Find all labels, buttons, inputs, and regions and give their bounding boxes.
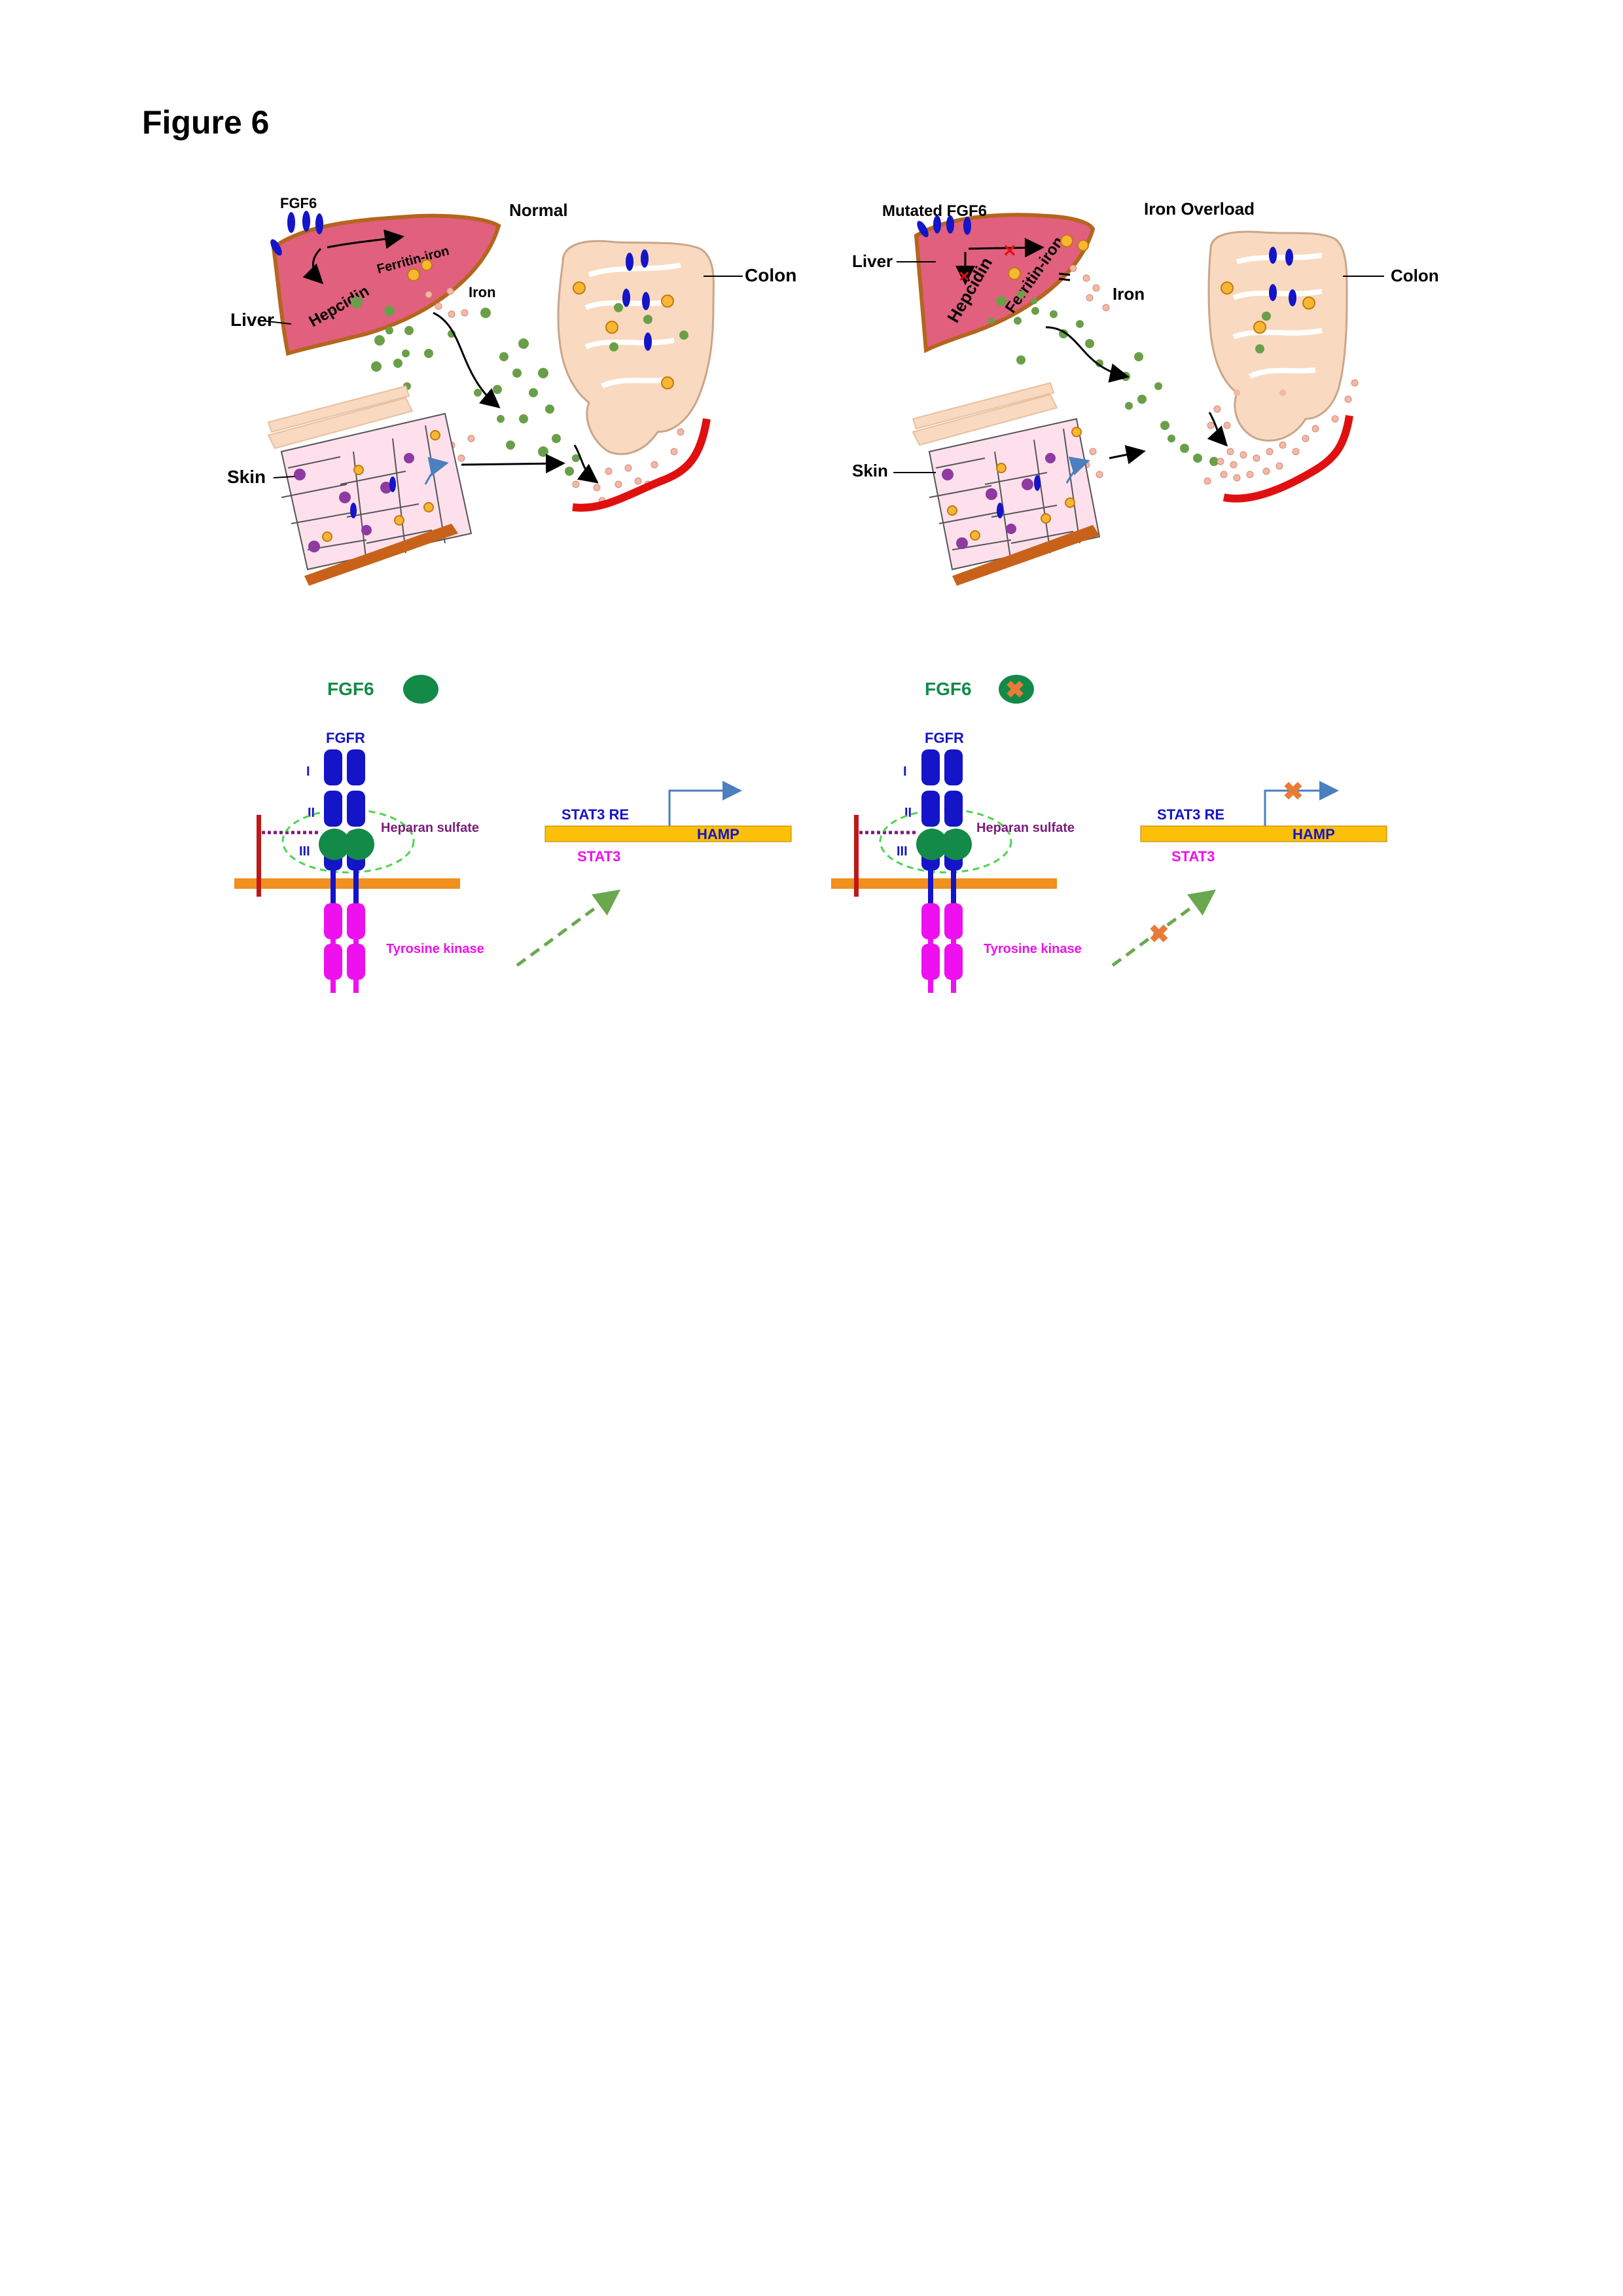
signaling-normal: FGF6 FGFR I II III Heparan sulfate Tyros… — [234, 675, 792, 993]
panel-title: Normal — [509, 200, 568, 220]
cell-membrane — [234, 878, 460, 889]
fgf6-receptor-icon — [315, 213, 323, 234]
iron-label: Iron — [469, 284, 496, 300]
colon-label: Colon — [745, 265, 796, 285]
domain-iii-label: III — [897, 844, 908, 859]
heparan-anchor — [854, 815, 859, 897]
skin-tissue — [267, 385, 473, 586]
fgf6-ligand-icon — [403, 675, 438, 704]
skin-tissue — [912, 382, 1101, 586]
fgf6-receptor-icon — [287, 212, 295, 233]
domain-ii-label: II — [308, 806, 315, 820]
signal-arrow — [516, 889, 621, 967]
domain-iii-label: III — [299, 844, 310, 859]
colon-shape — [557, 240, 715, 456]
fgf6-bound-icon — [916, 829, 948, 860]
colon-to-blood-arrow — [573, 444, 599, 484]
mutated-fgf6-label: Mutated FGF6 — [882, 202, 987, 220]
hepcidin-arrow — [302, 247, 324, 285]
hamp-gene — [1140, 825, 1387, 842]
fgfr-label: FGFR — [925, 730, 964, 746]
stat3-re-label: STAT3 RE — [562, 806, 629, 823]
stat3-label: STAT3 — [577, 848, 620, 865]
blood-vessel — [572, 418, 711, 512]
domain-i-label: I — [306, 764, 310, 779]
transcription-arrow — [668, 781, 742, 826]
transcription-arrow — [1264, 781, 1339, 826]
liver-shape — [271, 213, 501, 356]
stat3-re-label: STAT3 RE — [1157, 806, 1224, 823]
stat3-label: STAT3 — [1171, 848, 1215, 865]
fgf6-bound-icon — [343, 829, 374, 860]
iron-flow-arrow — [433, 312, 501, 408]
fgfr-label: FGFR — [326, 730, 365, 746]
heparan-anchor — [257, 815, 261, 897]
tyrosine-kinase — [921, 903, 963, 993]
panel-title: Iron Overload — [1144, 199, 1255, 219]
kinase-label: Tyrosine kinase — [984, 942, 1082, 956]
heparan-label: Heparan sulfate — [381, 821, 479, 835]
fgf6-ligand-label: FGF6 — [925, 679, 972, 699]
fgf6-label: FGF6 — [280, 195, 317, 211]
signal-arrow — [1111, 889, 1217, 967]
liver-label: Liver — [852, 251, 893, 271]
fgfr-receptor — [921, 749, 963, 910]
blocked-x-icon: ✕ — [958, 268, 970, 285]
iron-particles — [371, 306, 580, 476]
heparan-label: Heparan sulfate — [976, 821, 1075, 835]
fgf6-receptor-icon — [302, 211, 310, 232]
tyrosine-kinase — [324, 903, 365, 993]
cell-membrane — [831, 878, 1057, 889]
hamp-label: HAMP — [697, 826, 740, 842]
domain-ii-label: II — [904, 806, 912, 820]
hamp-label: HAMP — [1293, 826, 1335, 842]
skin-label: Skin — [852, 461, 888, 480]
figure-title: Figure 6 — [142, 104, 270, 141]
colon-label: Colon — [1391, 266, 1439, 285]
mutated-fgf6-icon — [999, 675, 1034, 704]
skin-to-blood-arrow — [461, 454, 565, 474]
panel-iron-overload: Mutated FGF6 Iron Overload ✕ ✕ Hepcidin … — [852, 199, 1439, 586]
iron-label: Iron — [1113, 284, 1145, 304]
kinase-label: Tyrosine kinase — [386, 942, 484, 956]
fgfr-receptor — [324, 749, 365, 910]
blocked-x-icon: ✖ — [1283, 778, 1304, 806]
hamp-gene — [544, 825, 792, 842]
signaling-mutated: FGF6 ✖ FGFR I II III Heparan sulfate Tyr… — [831, 675, 1387, 993]
fgf6-bound-icon — [319, 829, 350, 860]
ferritin-arrow — [327, 229, 404, 249]
colon-shape — [1207, 230, 1348, 442]
liver-label: Liver — [230, 310, 274, 330]
fgf6-bound-icon — [940, 829, 972, 860]
liver-shape — [914, 213, 1096, 353]
domain-i-label: I — [903, 764, 907, 779]
blocked-x-icon: ✖ — [1149, 921, 1169, 948]
blood-vessel — [1222, 415, 1353, 503]
fgf6-ligand-label: FGF6 — [327, 679, 374, 699]
blocked-x-icon: ✖ — [1005, 676, 1025, 703]
skin-label: Skin — [227, 467, 266, 487]
fgf6-receptor-icon — [270, 239, 282, 256]
panel-normal: FGF6 Hepcidin Ferritin-iron Liver Normal… — [227, 195, 796, 586]
blocked-x-icon: ✕ — [1003, 241, 1017, 260]
